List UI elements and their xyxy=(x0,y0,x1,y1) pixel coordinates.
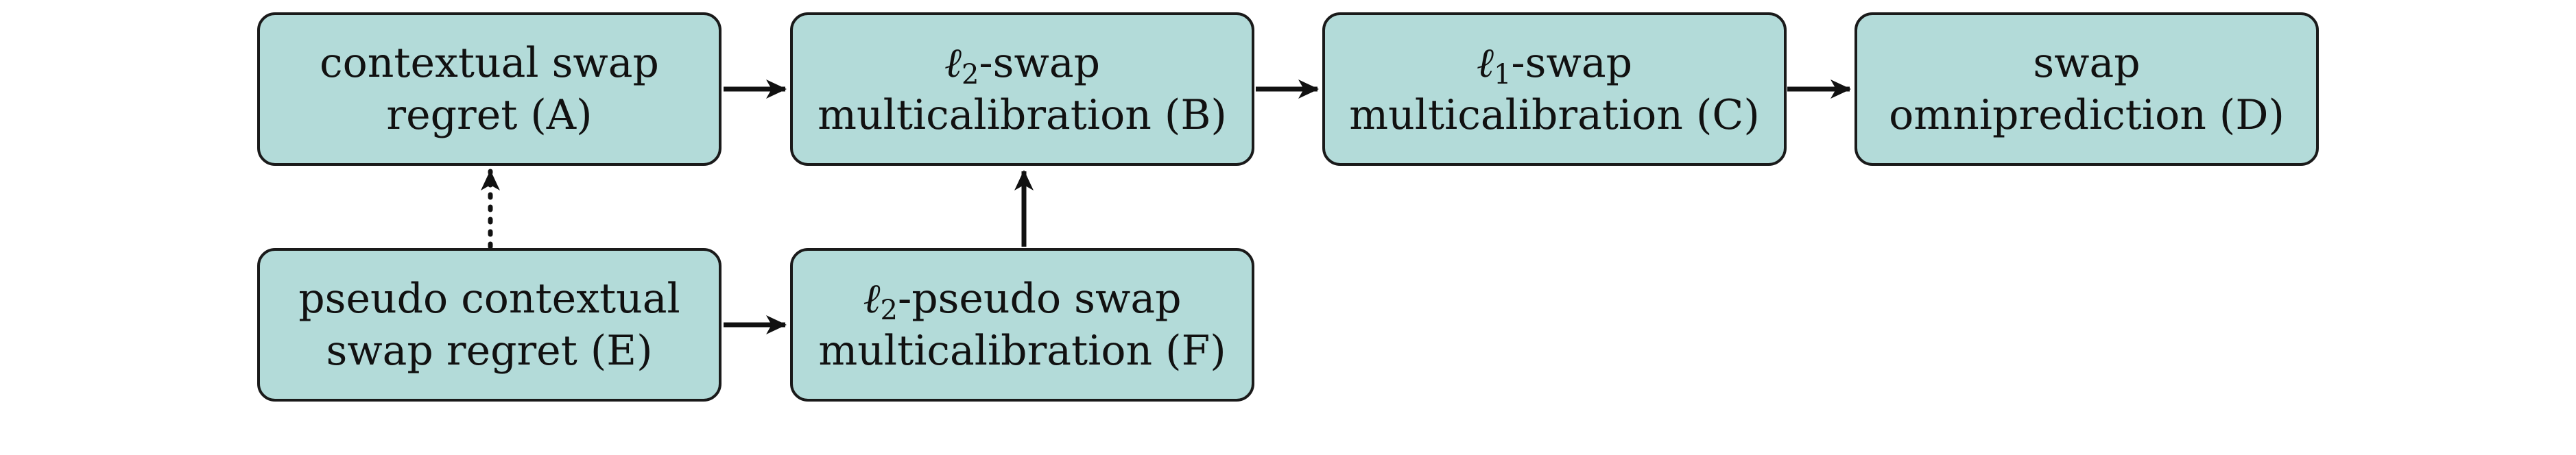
node-c-l1-swap-multicalibration: ℓ1-swap multicalibration (C) xyxy=(1322,12,1787,166)
node-a-line1: contextual swap xyxy=(320,39,659,87)
subscript: 1 xyxy=(1493,59,1512,90)
node-d-line2: omniprediction (D) xyxy=(1889,91,2285,139)
node-d-label: swap omniprediction (D) xyxy=(1889,37,2285,141)
node-c-label: ℓ1-swap multicalibration (C) xyxy=(1349,37,1760,141)
node-b-line2: multicalibration (B) xyxy=(818,91,1227,139)
subscript: 2 xyxy=(961,59,979,90)
node-f-label: ℓ2-pseudo swap multicalibration (F) xyxy=(818,273,1226,377)
node-a-contextual-swap-regret: contextual swap regret (A) xyxy=(257,12,721,166)
node-b-l2-swap-multicalibration: ℓ2-swap multicalibration (B) xyxy=(790,12,1254,166)
node-d-swap-omniprediction: swap omniprediction (D) xyxy=(1855,12,2319,166)
node-b-label: ℓ2-swap multicalibration (B) xyxy=(818,37,1227,141)
node-f-l2-pseudo-swap-multicalibration: ℓ2-pseudo swap multicalibration (F) xyxy=(790,248,1254,402)
node-a-label: contextual swap regret (A) xyxy=(320,37,659,141)
ell-symbol: ℓ xyxy=(1476,39,1494,87)
node-c-line2: multicalibration (C) xyxy=(1349,91,1760,139)
node-e-line1: pseudo contextual xyxy=(298,275,680,323)
node-b-line1-rest: -swap xyxy=(979,39,1101,87)
node-f-line2: multicalibration (F) xyxy=(818,327,1226,375)
node-f-line1: ℓ2-pseudo swap xyxy=(818,273,1226,325)
node-e-line2: swap regret (E) xyxy=(326,327,653,375)
node-d-line1: swap xyxy=(2033,39,2140,87)
node-c-line1-rest: -swap xyxy=(1511,39,1633,87)
node-a-line2: regret (A) xyxy=(386,91,593,139)
node-c-line1: ℓ1-swap xyxy=(1349,37,1760,89)
node-b-line1: ℓ2-swap xyxy=(818,37,1227,89)
node-f-line1-rest: -pseudo swap xyxy=(897,275,1182,323)
subscript: 2 xyxy=(880,295,898,326)
node-e-label: pseudo contextual swap regret (E) xyxy=(298,273,680,377)
ell-symbol: ℓ xyxy=(944,39,962,87)
ell-symbol: ℓ xyxy=(863,275,881,323)
node-e-pseudo-contextual-swap-regret: pseudo contextual swap regret (E) xyxy=(257,248,721,402)
